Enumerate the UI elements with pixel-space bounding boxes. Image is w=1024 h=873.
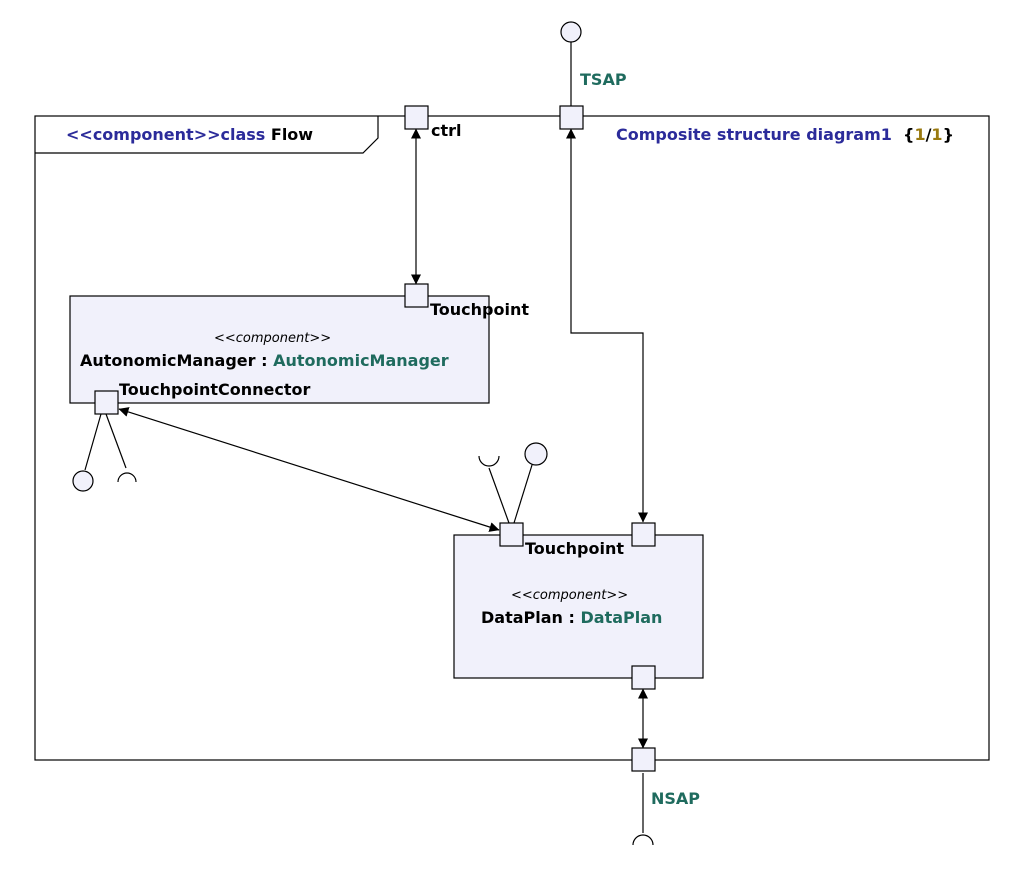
port-ctrl[interactable] <box>404 105 429 130</box>
connector-tsap-dataplan[interactable] <box>566 128 648 523</box>
am-provided-interface-line <box>84 413 102 471</box>
port-dp-touchpoint[interactable] <box>499 522 524 547</box>
dp-instance-name: DataPlan <box>481 608 563 627</box>
connector-touchpointconnector-touchpoint[interactable] <box>118 407 500 532</box>
frame-stereotype: <<component>> <box>66 125 221 144</box>
port-nsap-label: NSAP <box>651 789 701 808</box>
am-touchpoint-label: Touchpoint <box>430 300 530 319</box>
port-dp-tsap-side[interactable] <box>631 522 656 547</box>
port-am-touchpointconnector[interactable] <box>94 390 119 415</box>
page-close: } <box>942 125 954 144</box>
page-current: 1 <box>914 125 926 144</box>
dp-provided-interface-line <box>513 464 533 524</box>
port-nsap[interactable] <box>631 747 656 772</box>
tsap-provided-interface-icon <box>560 21 582 43</box>
am-required-interface-line <box>105 413 127 469</box>
port-am-touchpoint[interactable] <box>404 283 429 308</box>
am-touchpointconnector-label: TouchpointConnector <box>119 380 311 399</box>
am-stereotype: <<component>> <box>214 331 332 346</box>
port-tsap-label: TSAP <box>580 70 627 89</box>
frame-name: Flow <box>270 125 314 144</box>
frame-name-tab <box>35 116 379 154</box>
am-instance-name: AutonomicManager <box>80 351 256 370</box>
page-open: { <box>903 125 915 144</box>
dp-touchpoint-label: Touchpoint <box>525 539 625 558</box>
port-dp-nsap-side[interactable] <box>631 665 656 690</box>
port-ctrl-label: ctrl <box>431 121 462 140</box>
frame-keyword: class <box>220 125 266 144</box>
diagram-title: Composite structure diagram1 {1/1} <box>616 127 954 143</box>
am-name: AutonomicManager : AutonomicManager <box>80 353 449 369</box>
frame-title: <<component>>class Flow <box>66 127 313 143</box>
dp-provided-interface-icon <box>524 442 548 466</box>
data-plan-box[interactable] <box>453 534 704 679</box>
am-provided-interface-icon <box>72 470 94 492</box>
autonomic-manager-box[interactable] <box>69 295 490 404</box>
diagram-name: Composite structure diagram1 <box>616 125 892 144</box>
dp-stereotype: <<component>> <box>511 588 629 603</box>
am-type-name: AutonomicManager <box>273 351 449 370</box>
dp-type-name: DataPlan <box>580 608 663 627</box>
page-sep: / <box>925 125 932 144</box>
am-separator: : <box>261 351 268 370</box>
dp-required-interface-line <box>488 467 510 524</box>
port-tsap[interactable] <box>559 105 584 130</box>
dp-separator: : <box>568 608 575 627</box>
nsap-required-interface-icon <box>632 834 654 846</box>
am-required-interface-icon <box>117 472 137 483</box>
page-total: 1 <box>931 125 943 144</box>
dp-required-interface-icon <box>478 455 500 467</box>
dp-name: DataPlan : DataPlan <box>481 610 662 626</box>
